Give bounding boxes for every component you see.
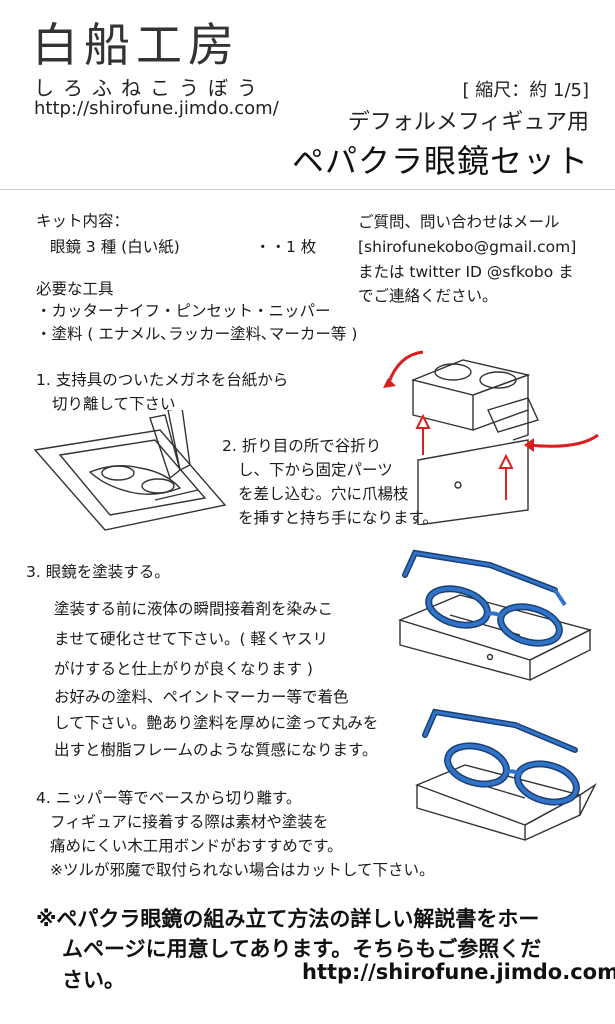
product-subtitle: デフォルメフィギュア用 [347,110,589,135]
step-4-line-4: ※ツルが邪魔で取付られない場合はカットして下さい。 [50,861,435,880]
brand-logo-kana: しろふねこうぼう [34,76,266,100]
step-2-line-1: 2. 折り目の所で谷折り [222,437,382,455]
contact-line-1: ご質問、問い合わせはメール [358,213,560,231]
step-3-line-6: 出すと樹脂フレームのような質感になります。 [54,740,378,759]
tools-line-2: ・塗料 ( エナメル､ラッカー塗料､マーカー等 ) [36,325,358,343]
tools-heading: 必要な工具 [36,280,114,298]
brand-logo: 白船工房 [32,18,240,72]
painted-glasses-illustration [397,549,592,681]
footer-note-line-2: ムページに用意してあります。そちらもご参照くだ [62,937,542,962]
cutting-illustration [33,410,227,531]
scale-label: [ 縮尺：約 1/5] [462,80,589,101]
folding-illustration [383,350,599,525]
finished-glasses-illustration [415,708,597,841]
footer-note-line-1: ※ペパクラ眼鏡の組み立て方法の詳しい解説書をホー [36,907,540,931]
step-2-line-2: し、下から固定パーツ [238,461,393,480]
step-4-line-1: 4. ニッパー等でベースから切り離す。 [36,789,302,807]
product-title: ペパクラ眼鏡セット [291,142,589,180]
step-2-line-3: を差し込む。穴に爪楊枝 [238,485,409,504]
contact-block: ご質問、問い合わせはメール [shirofunekobo@gmail.com] … [358,210,608,309]
step-2: 2. 折り目の所で谷折り し、下から固定パーツ を差し込む。穴に爪楊枝 を挿すと… [222,434,438,530]
step-3-line-3: がけすると仕上がりが良くなります ) [54,660,313,679]
footer-note-line-3: さい。 [62,967,125,992]
step-3-line-1: 塗装する前に液体の瞬間接着剤を染みこ [54,600,334,618]
step-3-paragraph-2: お好みの塗料、ペイントマーカー等で着色 して下さい。艶あり塗料を厚めに塗って丸み… [54,684,378,763]
header-divider [0,189,615,190]
kit-quantity: ・・1 枚 [255,238,317,256]
tools-line-1: ・カッターナイフ・ピンセット・ニッパー [36,302,331,320]
step-1: 1. 支持具のついたメガネを台紙から 切り離して下さい [36,368,288,416]
header-url: http://shirofune.jimdo.com/ [34,98,279,119]
step-2-line-4: を挿すと持ち手になります。 [238,509,438,528]
kit-heading: キット内容： [36,212,130,230]
contact-line-3: または twitter ID @sfkobo ま [358,262,574,281]
step-1-line-2: 切り離して下さい [52,395,176,414]
step-3-heading: 3. 眼鏡を塗装する。 [26,563,170,581]
step-3-line-4: お好みの塗料、ペイントマーカー等で着色 [54,688,349,706]
step-4: 4. ニッパー等でベースから切り離す。 フィギュアに接着する際は素材や塗装を 痛… [36,786,435,882]
step-4-line-2: フィギュアに接着する際は素材や塗装を [50,813,329,832]
step-1-line-1: 1. 支持具のついたメガネを台紙から [36,371,289,389]
kit-item: 眼鏡 3 種 (白い紙) [50,238,180,256]
footer-url: http://shirofune.jimdo.com/ [302,960,615,984]
step-3-paragraph-1: 塗装する前に液体の瞬間接着剤を染みこ ませて硬化させて下さい。( 軽くヤスリ が… [54,594,333,685]
step-4-line-3: 痛めにくい木工用ボンドがおすすめです。 [50,837,343,856]
step-3-line-5: して下さい。艶あり塗料を厚めに塗って丸みを [54,714,379,733]
contact-line-4: でご連絡ください。 [358,287,498,306]
step-3-line-2: ませて硬化させて下さい。( 軽くヤスリ [54,630,329,649]
contact-email: [shirofunekobo@gmail.com] [358,237,577,256]
footer-note: ※ペパクラ眼鏡の組み立て方法の詳しい解説書をホー ムページに用意してあります。そ… [36,904,596,995]
